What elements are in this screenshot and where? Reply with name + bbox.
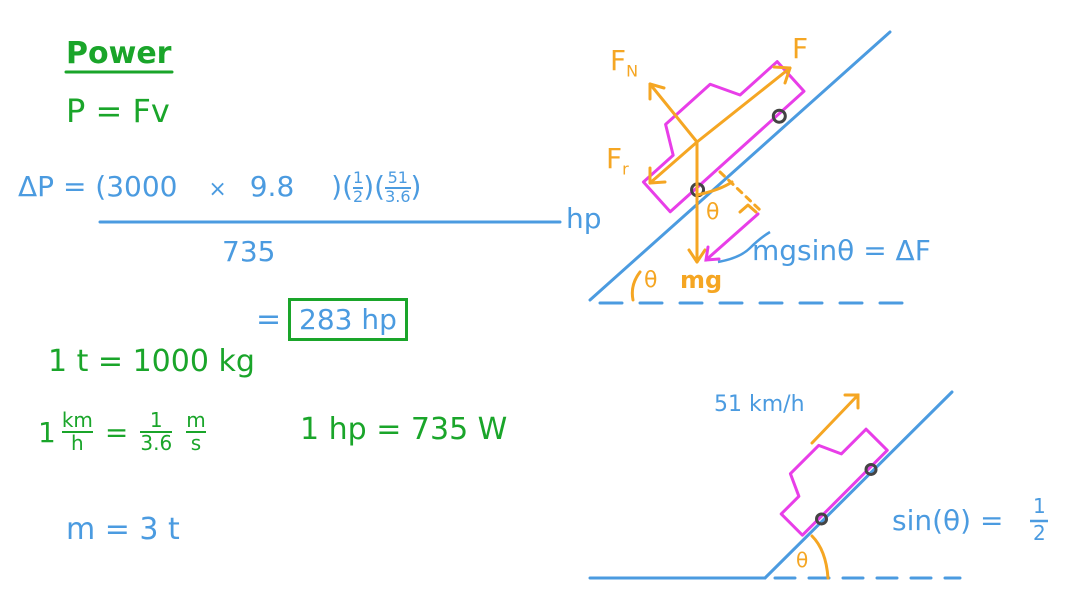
bottom-car-body bbox=[779, 427, 889, 537]
velocity-arrow-line bbox=[810, 393, 860, 445]
force-arrows bbox=[648, 65, 792, 264]
arrow-drive-force bbox=[695, 66, 792, 144]
ms-denominator-2: s bbox=[190, 431, 202, 455]
top-slope-angle-arc bbox=[630, 270, 642, 302]
velocity-arrow-head bbox=[843, 393, 860, 410]
sine-denominator: 2 bbox=[1033, 521, 1046, 545]
velocity-arrow bbox=[810, 393, 860, 445]
bottom-incline-diagram bbox=[588, 390, 1048, 580]
ms-denominator-1: 3.6 bbox=[140, 431, 173, 455]
delta-p-denominator: 735 bbox=[222, 235, 276, 268]
arrow-drive-force-head bbox=[772, 65, 792, 85]
drive-force-label: F bbox=[792, 32, 809, 65]
tonne-conversion: 1 t = 1000 kg bbox=[48, 344, 255, 379]
times-sign: × bbox=[208, 177, 227, 202]
speed-conversion-equals: = bbox=[104, 415, 129, 449]
normal-force-label: FN bbox=[610, 44, 638, 81]
mass-value: m = 3 t bbox=[66, 512, 180, 547]
component-brace bbox=[717, 230, 771, 264]
fraction1-denominator: 2 bbox=[353, 187, 364, 206]
top-slope-angle-label: θ bbox=[644, 268, 658, 293]
bottom-incline-line bbox=[763, 390, 954, 580]
speed-conversion-lead: 1 bbox=[38, 415, 56, 449]
friction-force-subscript: r bbox=[622, 159, 629, 179]
component-arrow-line bbox=[704, 212, 760, 262]
result-box: 283 hp bbox=[288, 298, 408, 341]
arrow-friction-force-head bbox=[648, 166, 667, 185]
car-angle-label: θ bbox=[706, 200, 720, 225]
normal-force-letter: F bbox=[610, 44, 627, 77]
sine-equation: sin(θ) = bbox=[892, 504, 1004, 537]
arrow-weight-head bbox=[687, 248, 707, 264]
normal-force-subscript: N bbox=[626, 61, 639, 81]
weight-component-dashed bbox=[718, 170, 762, 212]
top-car-wheel-front bbox=[771, 108, 787, 124]
car-angle-arc bbox=[695, 180, 734, 197]
gravity-value: 9.8 bbox=[249, 170, 295, 203]
component-arrow-head bbox=[704, 245, 721, 262]
ms-numerator-1: 1 bbox=[149, 408, 163, 432]
kmh-numerator: km bbox=[61, 408, 93, 432]
speed-label: 51 km/h bbox=[714, 392, 805, 417]
arrow-normal-force bbox=[648, 82, 699, 144]
fraction2-denominator: 3.6 bbox=[385, 187, 411, 206]
kmh-denominator: h bbox=[71, 431, 84, 455]
horsepower-unit: hp bbox=[566, 202, 602, 235]
weight-label: mg bbox=[680, 266, 723, 294]
friction-force-letter: F bbox=[606, 142, 623, 175]
right-angle-mark bbox=[738, 203, 758, 214]
component-arrow bbox=[704, 212, 760, 262]
component-label: mgsinθ = ΔF bbox=[752, 234, 931, 267]
result-equals: = bbox=[256, 302, 282, 337]
top-incline-line bbox=[588, 30, 892, 302]
arrow-normal-force-head bbox=[648, 82, 666, 101]
power-formula: P = Fv bbox=[66, 92, 170, 130]
horsepower-conversion: 1 hp = 735 W bbox=[300, 412, 508, 447]
bottom-car-wheel-rear bbox=[815, 512, 829, 526]
bottom-car-wheel-front bbox=[864, 462, 878, 476]
fraction1-numerator: 1 bbox=[353, 168, 364, 188]
top-incline-diagram bbox=[588, 30, 907, 305]
arrow-friction-force bbox=[648, 140, 699, 185]
sine-numerator: 1 bbox=[1033, 494, 1046, 518]
top-car-body bbox=[641, 60, 806, 214]
bottom-car bbox=[779, 427, 889, 537]
friction-force-label: Fr bbox=[606, 142, 629, 179]
delta-p-lhs: ΔP = (3000 bbox=[18, 170, 178, 203]
ms-numerator-2: m bbox=[186, 408, 206, 432]
fraction2-numerator: 51 bbox=[387, 168, 408, 188]
page-title: Power bbox=[66, 36, 172, 71]
bottom-slope-angle-arc bbox=[810, 534, 830, 580]
bottom-angle-label: θ bbox=[796, 548, 809, 572]
